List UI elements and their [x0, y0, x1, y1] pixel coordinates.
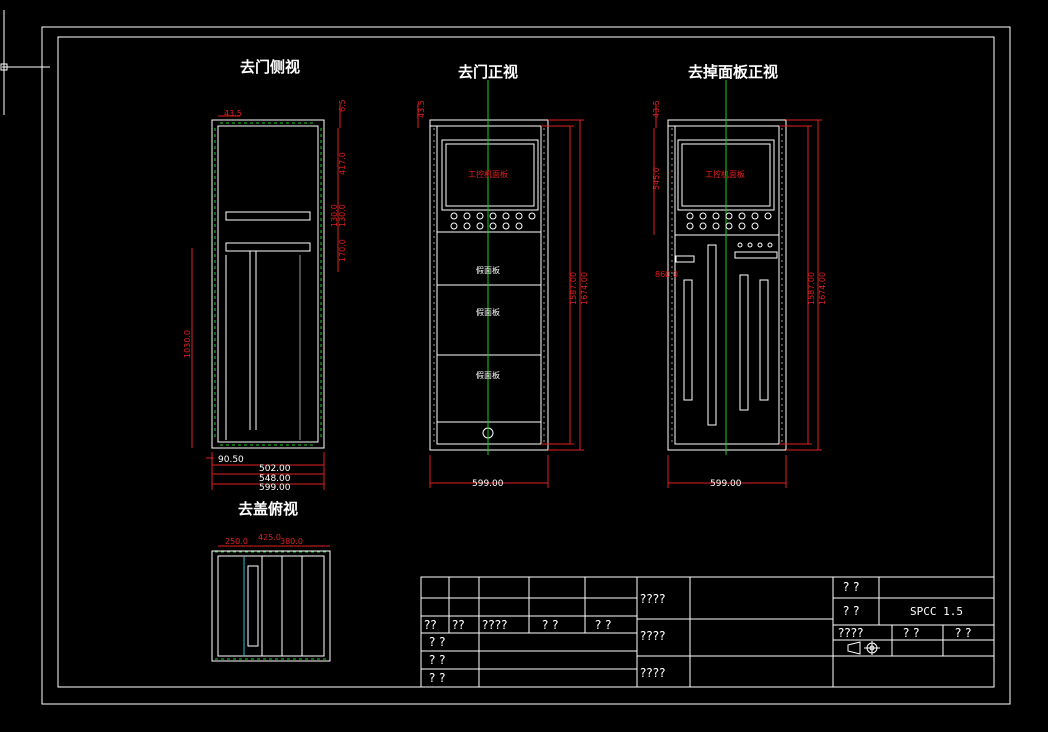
tb-qty-2: ? ?: [843, 604, 860, 618]
dim-side-top: 43.5: [224, 109, 242, 118]
dim-panel-h2: 1674.00: [818, 272, 827, 305]
tb-material: SPCC 1.5: [910, 605, 963, 618]
front-view-dimensions: [417, 104, 584, 488]
dim-side-w3: 599.00: [259, 483, 291, 493]
tb-cell-r1: ????: [640, 592, 665, 606]
dim-top-c: 380.0: [280, 537, 303, 546]
front-panel-knobs: [450, 212, 536, 230]
dim-panel-h1: 1587.00: [807, 272, 816, 305]
dim-front-top-left: 43.5: [417, 100, 426, 118]
side-view-dimensions: [191, 104, 341, 490]
tb-cell-r2: ????: [640, 629, 665, 643]
dim-side-left-height: 1030.0: [183, 330, 192, 358]
title-top-view: 去盖俯视: [238, 500, 298, 518]
dim-side-w2: 548.00: [259, 474, 291, 484]
title-block-grid: [420, 576, 995, 688]
panel-screen-label: 工控机面板: [705, 169, 745, 179]
title-front-view: 去门正视: [458, 63, 518, 81]
tb-sheet-label: ? ?: [903, 626, 920, 640]
title-panel-removed-view: 去掉面板正视: [688, 63, 778, 81]
title-side-view: 去门侧视: [240, 58, 300, 76]
dim-front-h1: 1587.00: [569, 272, 578, 305]
dim-panel-left-h: 545.0: [652, 167, 661, 190]
dim-panel-width: 599.00: [710, 479, 742, 489]
panel-removed-dimensions: [653, 104, 822, 488]
tb-header-b: ??: [452, 618, 465, 632]
tb-header-a: ??: [424, 618, 437, 632]
dim-top-b: 425.0: [258, 533, 281, 542]
tb-sheets-label: ? ?: [955, 626, 972, 640]
side-view-drawing: [206, 119, 325, 459]
dim-side-bottom-small: 90.50: [218, 455, 244, 465]
crosshair-cursor-icon: [0, 10, 50, 115]
tb-header-e: ? ?: [595, 618, 612, 632]
top-view-drawing: [211, 550, 331, 662]
tb-header-d: ? ?: [542, 618, 559, 632]
dim-top-a: 250.0: [225, 537, 248, 546]
projection-symbol-icon: [847, 641, 880, 655]
dim-side-r1: 417.0: [338, 152, 347, 175]
tb-sign-1: ? ?: [429, 635, 446, 649]
dim-panel-small: 860.0: [655, 270, 678, 279]
dim-side-right-top: 6.5: [338, 99, 347, 112]
tb-sign-3: ? ?: [429, 671, 446, 685]
dim-side-r4: 170.0: [338, 239, 347, 262]
panel-removed-view-drawing: [667, 80, 787, 455]
tb-scale-label: ????: [838, 626, 863, 640]
front-view-drawing: [429, 80, 549, 455]
sheet-outer-border: [41, 26, 1011, 705]
dim-side-w1: 502.00: [259, 464, 291, 474]
tb-cell-r3: ????: [640, 666, 665, 680]
dim-panel-top-left: 43.5: [652, 100, 661, 118]
tb-qty-1: ? ?: [843, 580, 860, 594]
dim-side-r3: 130.0: [338, 204, 347, 227]
tb-sign-2: ? ?: [429, 653, 446, 667]
dim-side-r2: 130.0: [330, 204, 339, 227]
dim-front-width: 599.00: [472, 479, 504, 489]
panel-removed-knobs: [686, 212, 773, 248]
front-blank-panel-3: 假面板: [476, 370, 500, 380]
front-blank-panel-1: 假面板: [476, 265, 500, 275]
dim-front-h2: 1674.00: [580, 272, 589, 305]
front-blank-panel-2: 假面板: [476, 307, 500, 317]
tb-header-c: ????: [482, 618, 507, 632]
front-screen-label: 工控机面板: [468, 169, 508, 179]
